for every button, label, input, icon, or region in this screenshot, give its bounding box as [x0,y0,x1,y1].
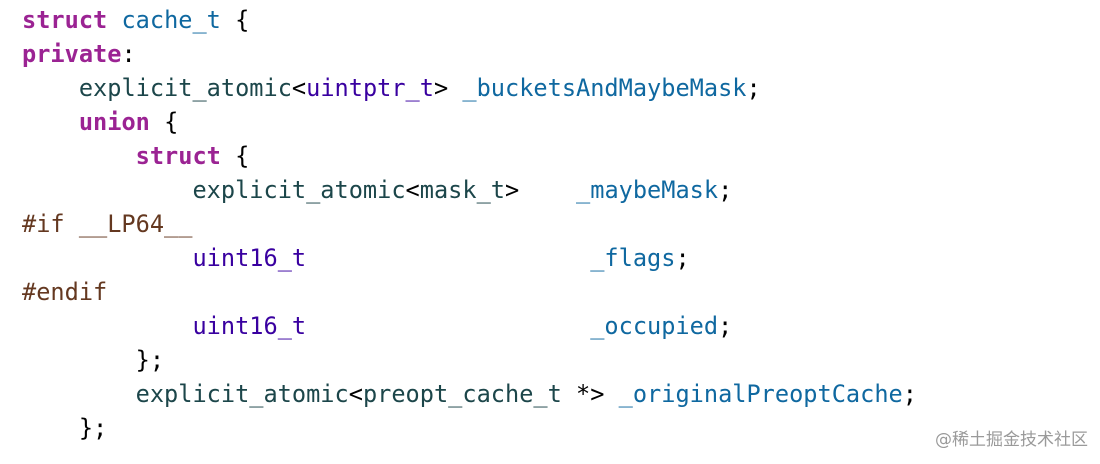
member-name: _originalPreoptCache [618,380,903,408]
punctuation [107,6,121,34]
keyword: union [78,108,150,136]
punctuation: < [405,176,420,204]
punctuation [22,176,192,204]
punctuation [22,244,192,272]
punctuation [22,142,136,170]
type-name: explicit_atomic [135,380,349,408]
code-line: union { [22,105,178,139]
member-name: cache_t [121,6,221,34]
system-type: uint16_t [192,244,307,272]
keyword: struct [22,6,108,34]
keyword: private [22,40,122,68]
punctuation: *> [561,380,619,408]
punctuation: : [121,40,136,68]
punctuation: ; [718,312,733,340]
punctuation [306,244,590,272]
code-line: uint16_t _occupied; [22,309,732,343]
punctuation [22,312,192,340]
code-line: }; [22,411,107,445]
system-type: uint16_t [192,312,307,340]
punctuation: { [149,108,179,136]
punctuation [306,312,590,340]
code-line: #endif [22,275,107,309]
member-name: _occupied [590,312,719,340]
code-line: private: [22,37,136,71]
preprocessor-directive: #endif [22,278,108,306]
punctuation [22,108,79,136]
punctuation: < [348,380,363,408]
code-line: uint16_t _flags; [22,241,690,275]
code-line: explicit_atomic<uintptr_t> _bucketsAndMa… [22,71,761,105]
type-name: preopt_cache_t [362,380,562,408]
punctuation: { [220,142,250,170]
punctuation: { [220,6,250,34]
code-line: explicit_atomic<preopt_cache_t *> _origi… [22,377,917,411]
punctuation: }; [22,346,165,374]
punctuation: < [291,74,307,102]
code-line: struct { [22,139,250,173]
member-name: _maybeMask [576,176,719,204]
punctuation: ; [718,176,733,204]
type-name: explicit_atomic [78,74,292,102]
watermark: @稀土掘金技术社区 [935,430,1088,450]
code-line: explicit_atomic<mask_t> _maybeMask; [22,173,732,207]
type-name: mask_t [419,176,505,204]
punctuation: ; [675,244,690,272]
type-name: explicit_atomic [192,176,406,204]
punctuation [22,74,79,102]
code-line: #if __LP64__ [22,207,192,241]
punctuation: }; [22,414,108,442]
member-name: _bucketsAndMaybeMask [462,74,747,102]
system-type: uintptr_t [306,74,434,102]
preprocessor-directive: #if __LP64__ [22,210,193,238]
punctuation [22,380,136,408]
punctuation: > [433,74,463,102]
punctuation: ; [902,380,917,408]
punctuation: ; [746,74,761,102]
punctuation: > [505,176,577,204]
code-line: }; [22,343,164,377]
keyword: struct [135,142,221,170]
member-name: _flags [590,244,676,272]
code-line: struct cache_t { [22,3,249,37]
